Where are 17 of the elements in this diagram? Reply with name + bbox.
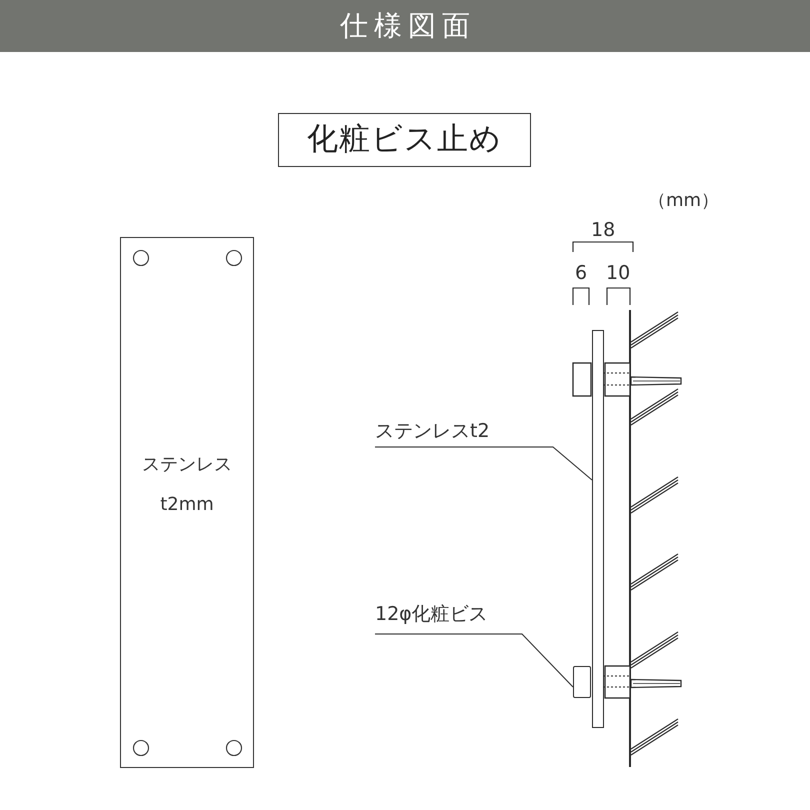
dimension-label: 10 — [606, 264, 630, 283]
title-text: 化粧ビス止め — [306, 124, 503, 155]
screw-cap — [573, 666, 591, 698]
unit-label: （mm） — [648, 192, 720, 210]
material-text: ステンレス — [141, 456, 233, 474]
dimension-label: 18 — [591, 221, 616, 240]
material-text: t2mm — [159, 496, 215, 514]
leader-line — [374, 634, 574, 688]
plate-front-view — [120, 237, 254, 768]
header-band — [0, 0, 810, 52]
plate-side-view — [592, 330, 604, 728]
leader-line — [374, 446, 592, 480]
heading: 仕様図面 — [339, 12, 477, 40]
leader-text: ステンレスt2 — [375, 422, 490, 441]
dimension-label: 6 — [575, 264, 588, 283]
leader-text: 12φ化粧ビス — [375, 605, 488, 624]
title-box — [278, 113, 531, 167]
